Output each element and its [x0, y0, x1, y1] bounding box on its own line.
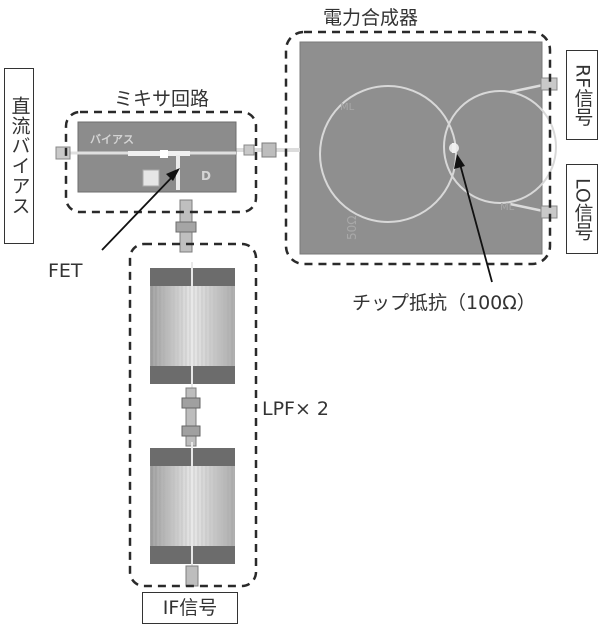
svg-text:ML: ML — [340, 102, 355, 113]
if-connector — [185, 565, 199, 587]
board-print-d: D — [201, 169, 211, 183]
combiner-dashed-outline — [284, 30, 552, 266]
lpf-label: LPF× 2 — [262, 398, 330, 420]
resistor-arrow — [459, 163, 493, 283]
lo-signal-label: LO信号 — [566, 164, 598, 254]
rf-signal-label: RF信号 — [566, 50, 598, 140]
mixer-dashed-outline — [64, 110, 258, 214]
board-print-bias: バイアス — [90, 133, 134, 146]
lpf-2 — [150, 442, 235, 570]
mixer-circuit-label: ミキサ回路 — [114, 88, 210, 110]
interconnect — [236, 142, 300, 158]
dc-bias-label: 直流バイアス — [4, 68, 34, 244]
if-signal-label: IF信号 — [142, 592, 238, 624]
lpf-1 — [150, 262, 235, 390]
svg-text:50Ω: 50Ω — [345, 216, 359, 240]
svg-text:ML: ML — [500, 202, 515, 213]
lpf-dashed-outline — [128, 242, 258, 588]
chip-resistor-label: チップ抵抗（100Ω） — [352, 292, 536, 314]
fet-label: FET — [48, 260, 83, 282]
power-combiner-label: 電力合成器 — [323, 7, 419, 29]
coax-connector-mid — [181, 387, 201, 447]
fet-arrow — [101, 173, 176, 251]
power-combiner-board: 50Ω ML ML — [299, 41, 557, 255]
